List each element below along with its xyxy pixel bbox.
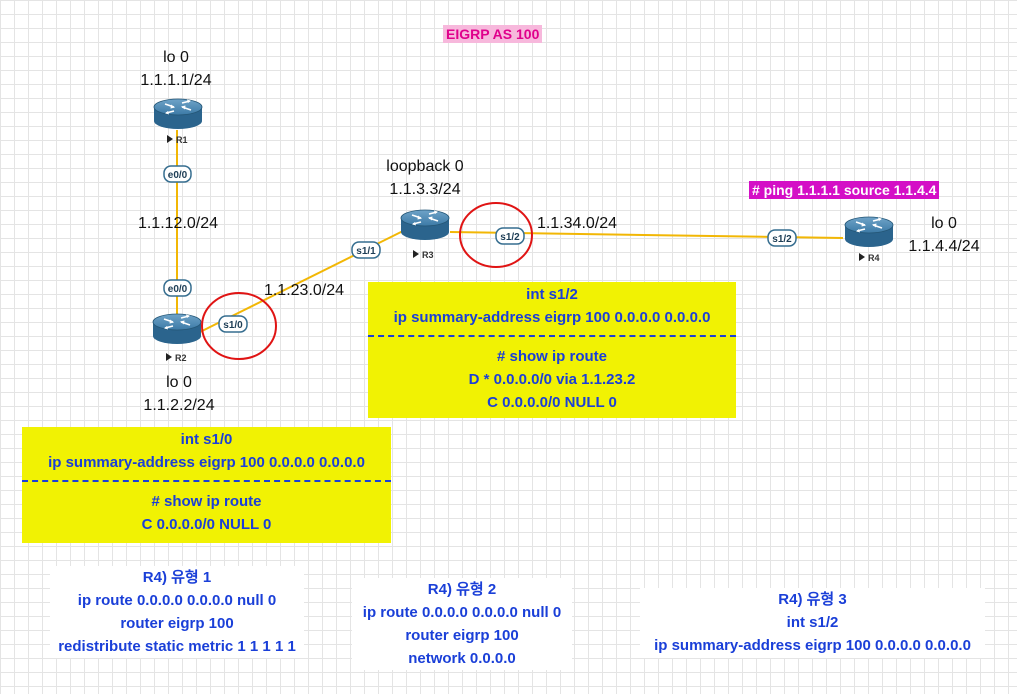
r2-note-line: ip summary-address eigrp 100 0.0.0.0 0.0… xyxy=(48,454,365,471)
r3-note-line: D * 0.0.0.0/0 via 1.1.23.2 xyxy=(468,371,636,388)
r2-note-line: int s1/0 xyxy=(180,431,233,448)
iface-tag-r1-e00[interactable]: e0/0 xyxy=(163,165,192,183)
r1-play-icon xyxy=(167,135,173,143)
type1-line: router eigrp 100 xyxy=(120,615,234,632)
highlight-circle-r2-s10 xyxy=(201,292,277,360)
svg-text:e0/0: e0/0 xyxy=(168,284,188,295)
type1-line: R4) 유형 1 xyxy=(142,569,212,586)
svg-text:s1/0: s1/0 xyxy=(223,320,243,331)
type2-line: network 0.0.0.0 xyxy=(408,650,516,667)
r4-play-icon xyxy=(859,253,865,261)
router-r2-name: R2 xyxy=(175,353,187,363)
type1-line: ip route 0.0.0.0 0.0.0.0 null 0 xyxy=(77,592,277,609)
r2-config-note: int s1/0 ip summary-address eigrp 100 0.… xyxy=(22,427,391,543)
router-r1-name: R1 xyxy=(176,135,188,145)
r3-loopback-name: loopback 0 xyxy=(386,158,464,175)
r2-loopback-address: 1.1.2.2/24 xyxy=(143,397,215,414)
r4-loopback-name: lo 0 xyxy=(931,215,957,232)
type3-line: int s1/2 xyxy=(786,614,839,631)
router-r3-icon[interactable] xyxy=(400,209,450,241)
r3-config-note: int s1/2 ip summary-address eigrp 100 0.… xyxy=(368,282,736,418)
r2-note-line: # show ip route xyxy=(151,493,262,510)
r3-note-line: C 0.0.0.0/0 NULL 0 xyxy=(487,394,617,411)
svg-text:s1/1: s1/1 xyxy=(356,246,376,257)
svg-text:e0/0: e0/0 xyxy=(168,170,188,181)
highlight-circle-r3-s12 xyxy=(459,202,533,268)
r2-loopback-name: lo 0 xyxy=(166,374,192,391)
r2-play-icon xyxy=(166,353,172,361)
r4-type1-note: R4) 유형 1 ip route 0.0.0.0 0.0.0.0 null 0… xyxy=(50,566,304,658)
type2-line: ip route 0.0.0.0 0.0.0.0 null 0 xyxy=(362,604,562,621)
r3-loopback-address: 1.1.3.3/24 xyxy=(389,181,461,198)
r2-note-divider xyxy=(22,480,391,482)
r1-loopback-address: 1.1.1.1/24 xyxy=(140,72,212,89)
r1-loopback-name: lo 0 xyxy=(163,49,189,66)
router-r4-name: R4 xyxy=(868,253,880,263)
network-r2-r3-label: 1.1.23.0/24 xyxy=(263,282,345,299)
r4-loopback-address: 1.1.4.4/24 xyxy=(908,238,980,255)
type3-line: R4) 유형 3 xyxy=(778,591,847,608)
r2-note-line: C 0.0.0.0/0 NULL 0 xyxy=(141,516,272,533)
type2-line: router eigrp 100 xyxy=(405,627,519,644)
iface-tag-r2-s10[interactable]: s1/0 xyxy=(218,315,248,333)
iface-tag-r3-s12[interactable]: s1/2 xyxy=(495,227,525,245)
r3-note-line: ip summary-address eigrp 100 0.0.0.0 0.0… xyxy=(393,309,711,326)
r4-type3-note: R4) 유형 3 int s1/2 ip summary-address eig… xyxy=(640,588,985,658)
svg-text:s1/2: s1/2 xyxy=(500,232,520,243)
network-r1-r2-label: 1.1.12.0/24 xyxy=(137,215,219,232)
type3-line: ip summary-address eigrp 100 0.0.0.0 0.0… xyxy=(654,637,971,654)
router-r3-name: R3 xyxy=(422,250,434,260)
type1-line: redistribute static metric 1 1 1 1 1 xyxy=(58,638,296,655)
svg-text:s1/2: s1/2 xyxy=(772,234,792,245)
r3-note-line: # show ip route xyxy=(496,348,607,365)
iface-tag-r3-s11[interactable]: s1/1 xyxy=(351,241,381,259)
r3-play-icon xyxy=(413,250,419,258)
iface-tag-r4-s12[interactable]: s1/2 xyxy=(767,229,797,247)
type2-line: R4) 유형 2 xyxy=(427,581,497,598)
router-r1-icon[interactable] xyxy=(153,98,203,130)
iface-tag-r2-e00[interactable]: e0/0 xyxy=(163,279,192,297)
r3-note-divider xyxy=(368,335,736,337)
router-r2-icon[interactable] xyxy=(152,313,202,345)
r4-type2-note: R4) 유형 2 ip route 0.0.0.0 0.0.0.0 null 0… xyxy=(352,578,572,670)
network-r3-r4-label: 1.1.34.0/24 xyxy=(536,215,618,232)
router-r4-icon[interactable] xyxy=(844,216,894,248)
ping-command-label: # ping 1.1.1.1 source 1.1.4.4 xyxy=(749,181,940,199)
r3-note-line: int s1/2 xyxy=(526,286,578,303)
diagram-title: EIGRP AS 100 xyxy=(443,25,543,43)
